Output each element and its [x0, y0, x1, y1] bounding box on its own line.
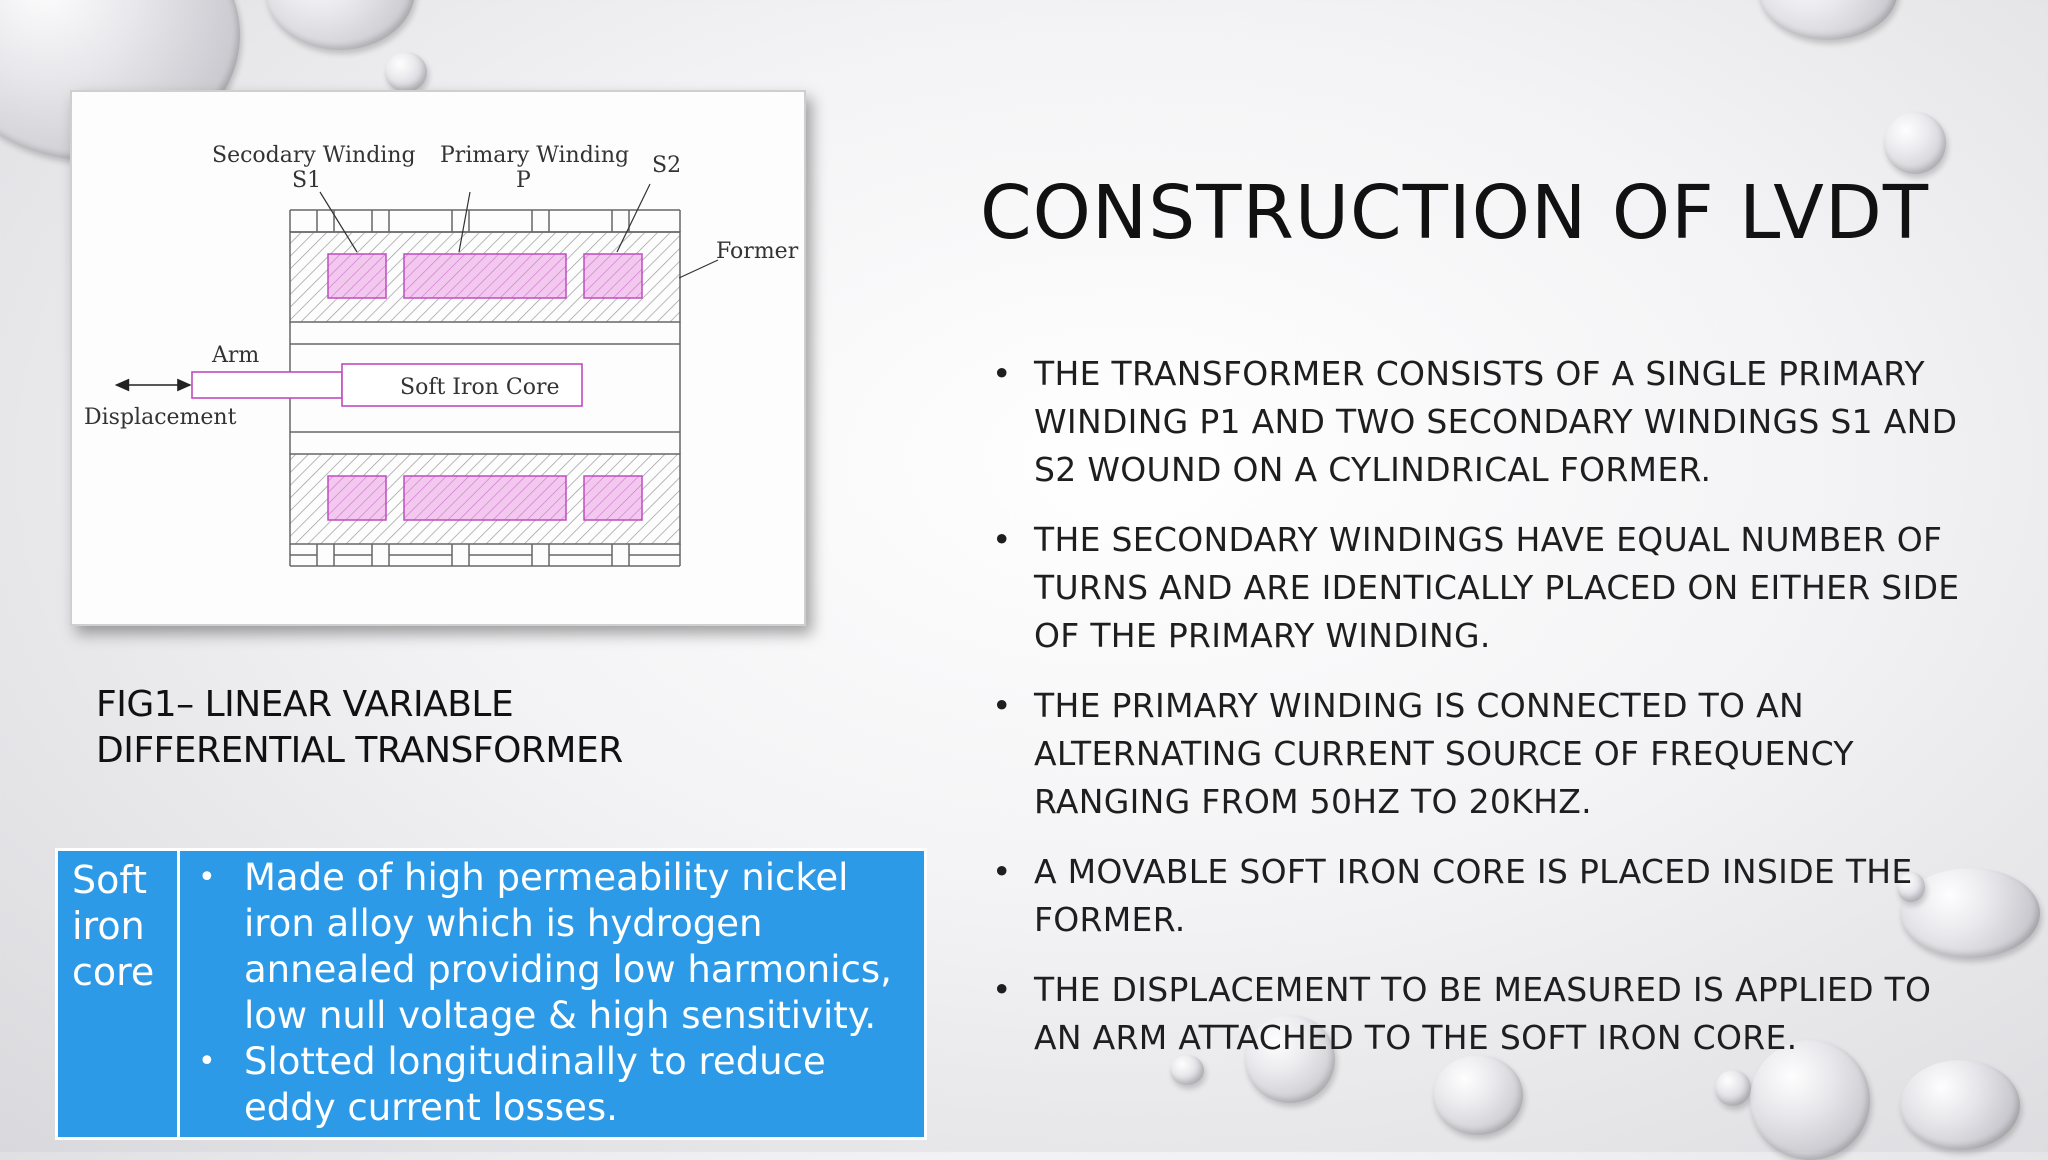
bullet-dot: •	[992, 970, 1012, 1009]
label-arm: Arm	[211, 343, 259, 368]
figure-caption: FIG1– LINEAR VARIABLE DIFFERENTIAL TRANS…	[96, 682, 716, 774]
bullet-item: • THE PRIMARY WINDING IS CONNECTED TO AN …	[990, 682, 1970, 826]
bullet-item: • THE DISPLACEMENT TO BE MEASURED IS APPL…	[990, 966, 1970, 1062]
bullet-text: THE TRANSFORMER CONSISTS OF A SINGLE PRI…	[1034, 354, 1958, 489]
soft-iron-core	[341, 363, 583, 407]
figure-caption-line2: DIFFERENTIAL TRANSFORMER	[96, 730, 623, 771]
leader-lines	[319, 183, 719, 279]
water-drop-decoration	[1758, 0, 1898, 40]
label-displacement: Displacement	[84, 405, 237, 430]
secondary-winding-s2-bottom	[583, 475, 643, 521]
bullet-dot: •	[992, 520, 1012, 559]
table-bullet-dot: •	[198, 1044, 216, 1079]
bullet-text: THE DISPLACEMENT TO BE MEASURED IS APPLI…	[1034, 970, 1932, 1057]
table-bullet-item: • Made of high permeability nickel iron a…	[194, 855, 914, 1039]
bullet-item: • THE SECONDARY WINDINGS HAVE EQUAL NUMBE…	[990, 516, 1970, 660]
water-drop-decoration	[1897, 872, 1925, 902]
water-drop-decoration	[1750, 1040, 1870, 1160]
bullet-list: • THE TRANSFORMER CONSISTS OF A SINGLE PR…	[990, 350, 1970, 1084]
water-drop-decoration	[265, 0, 415, 50]
secondary-winding-s1-bottom	[327, 475, 387, 521]
secondary-winding-s2-top	[583, 253, 643, 299]
former-bottom-slots	[289, 544, 681, 567]
label-secondary-winding: Secodary Winding	[212, 143, 416, 168]
arm	[191, 371, 343, 399]
primary-winding-bottom	[403, 475, 567, 521]
soft-iron-core-table: Soft iron core • Made of high permeabilit…	[55, 848, 927, 1140]
label-primary-winding: Primary Winding	[440, 143, 629, 168]
water-drop-decoration	[1433, 1055, 1523, 1135]
primary-winding-top	[403, 253, 567, 299]
water-drop-decoration	[1715, 1070, 1751, 1106]
table-bullet-list: • Made of high permeability nickel iron a…	[194, 855, 914, 1131]
bullet-dot: •	[992, 686, 1012, 725]
secondary-winding-s1-top	[327, 253, 387, 299]
water-drop-decoration	[1245, 1015, 1335, 1103]
table-body-cell: • Made of high permeability nickel iron a…	[180, 851, 924, 1137]
bullet-item: • THE TRANSFORMER CONSISTS OF A SINGLE PR…	[990, 350, 1970, 494]
former-top-slots	[289, 209, 681, 233]
bullet-text: THE PRIMARY WINDING IS CONNECTED TO AN A…	[1034, 686, 1854, 821]
water-drop-decoration	[1884, 112, 1946, 174]
bullet-dot: •	[992, 852, 1012, 891]
water-drop-decoration	[1170, 1055, 1204, 1085]
table-bullet-dot: •	[198, 860, 216, 895]
label-s1: S1	[292, 168, 321, 193]
label-former: Former	[716, 239, 799, 264]
label-s2: S2	[652, 153, 681, 178]
lvdt-diagram: Secodary Winding S1 Primary Winding P S2…	[70, 90, 806, 626]
lvdt-diagram-svg: Secodary Winding S1 Primary Winding P S2…	[84, 143, 799, 567]
figure-caption-line1: FIG1– LINEAR VARIABLE	[96, 684, 514, 725]
water-drop-decoration	[1900, 1060, 2020, 1150]
table-bullet-text: Made of high permeability nickel iron al…	[244, 856, 892, 1037]
label-p: P	[516, 168, 531, 193]
table-bullet-text: Slotted longitudinally to reduce eddy cu…	[244, 1040, 826, 1129]
bullet-dot: •	[992, 354, 1012, 393]
label-soft-iron-core: Soft Iron Core	[400, 375, 560, 400]
bullet-text: THE SECONDARY WINDINGS HAVE EQUAL NUMBER…	[1034, 520, 1960, 655]
slide-title: CONSTRUCTION OF LVDT	[980, 170, 1930, 256]
table-bullet-item: • Slotted longitudinally to reduce eddy c…	[194, 1039, 914, 1131]
bullet-text: A MOVABLE SOFT IRON CORE IS PLACED INSID…	[1034, 852, 1913, 939]
bullet-item: • A MOVABLE SOFT IRON CORE IS PLACED INSI…	[990, 848, 1970, 944]
water-drop-decoration	[385, 52, 427, 92]
table-header-cell: Soft iron core	[58, 851, 180, 1137]
